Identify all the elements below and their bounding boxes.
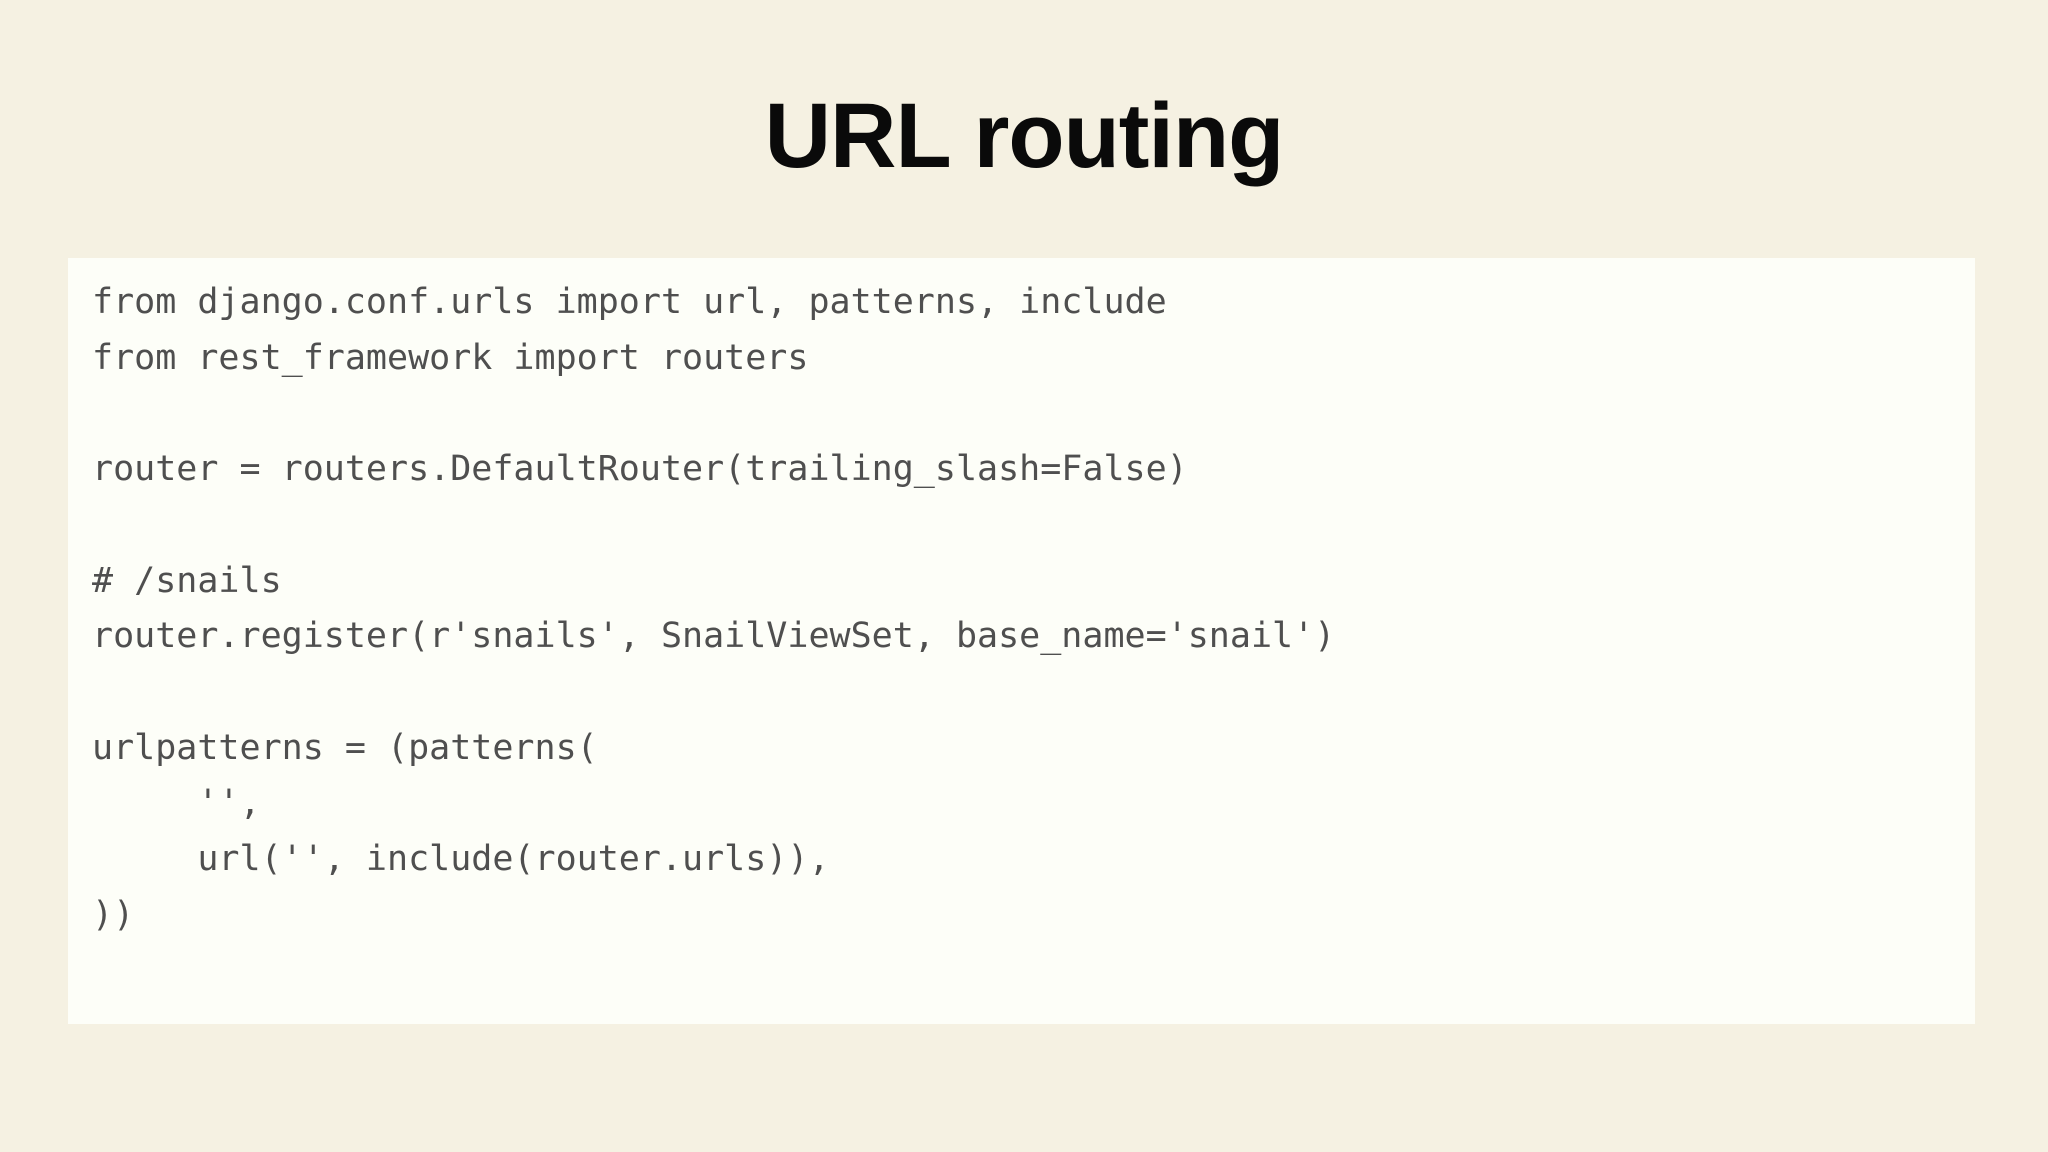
code-card: from django.conf.urls import url, patter… xyxy=(68,258,1975,1024)
slide-title: URL routing xyxy=(764,85,1285,187)
code-text: from django.conf.urls import url, patter… xyxy=(92,282,1336,935)
